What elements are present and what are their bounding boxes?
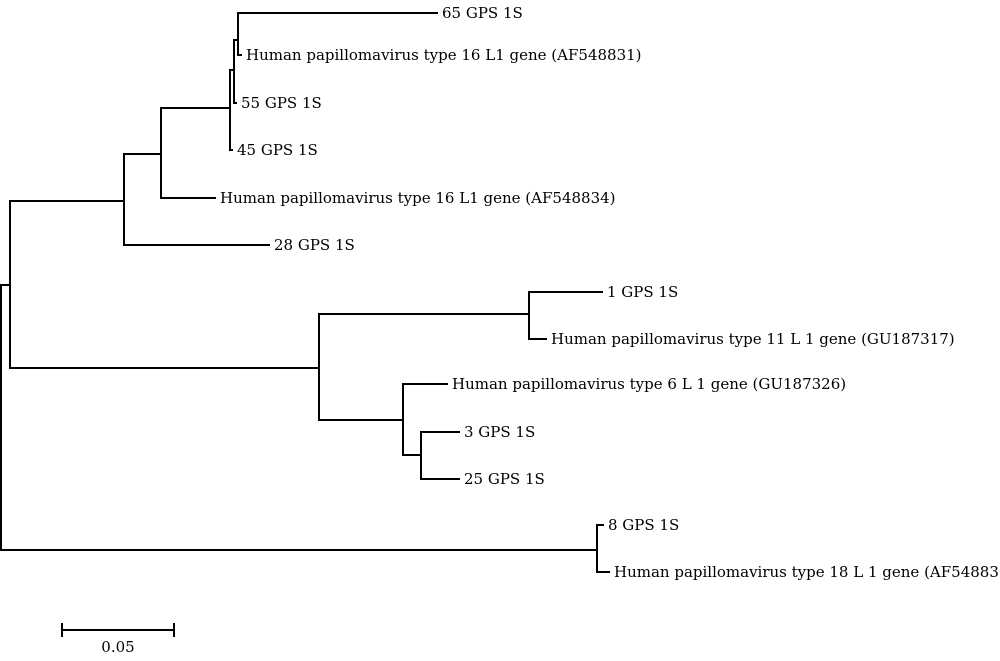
leaf-label-L45: 45 GPS 1S	[237, 141, 318, 159]
leaf-label-L55: 55 GPS 1S	[241, 94, 322, 112]
leaf-label-L_AF548836: Human papillomavirus type 18 L 1 gene (A…	[614, 563, 1000, 581]
tree-leaf-labels: 65 GPS 1S Human papillomavirus type 16 L1…	[220, 4, 1000, 581]
leaf-label-L25: 25 GPS 1S	[464, 470, 545, 488]
leaf-label-L3: 3 GPS 1S	[464, 423, 535, 441]
leaf-label-L_GU187326: Human papillomavirus type 6 L 1 gene (GU…	[452, 375, 846, 393]
leaf-label-L_AF548831: Human papillomavirus type 16 L1 gene (AF…	[246, 46, 642, 64]
leaf-label-L65: 65 GPS 1S	[442, 4, 523, 22]
leaf-label-L_AF548834: Human papillomavirus type 16 L1 gene (AF…	[220, 189, 616, 207]
scale-bar-label: 0.05	[101, 638, 134, 656]
leaf-label-L1: 1 GPS 1S	[607, 283, 678, 301]
leaf-label-L8: 8 GPS 1S	[608, 516, 679, 534]
leaf-label-L_GU187317: Human papillomavirus type 11 L 1 gene (G…	[551, 330, 955, 348]
scale-bar: 0.05	[61, 623, 175, 656]
leaf-label-L28: 28 GPS 1S	[274, 236, 355, 254]
tree-branches	[0, 12, 610, 573]
